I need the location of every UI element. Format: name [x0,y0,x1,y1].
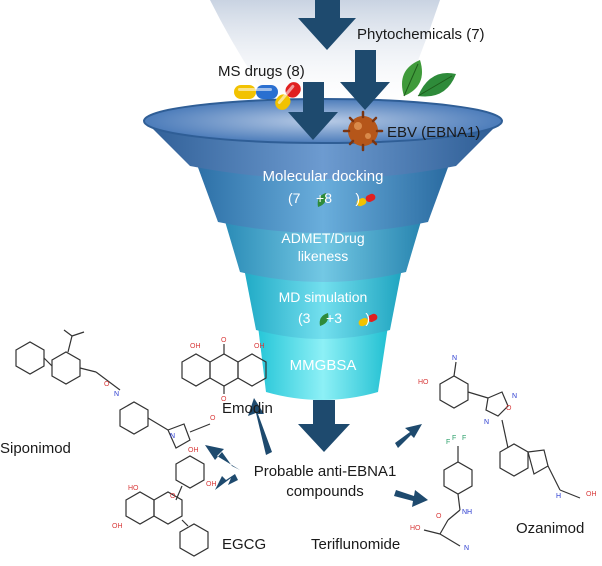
docking-phyto-count: 7 [292,190,301,206]
stage-docking-counts: (7 +8 ) [288,190,360,206]
md-pill-icon [358,313,378,327]
funnel-band-admet [224,218,422,282]
phytochemicals-leaves-icon [402,60,456,97]
svg-text:OH: OH [254,343,265,350]
ms-drugs-capsules-icon [234,82,301,110]
ozanimod-structure [439,361,581,499]
arrow-phytochemicals [340,50,390,110]
svg-text:N: N [512,393,517,400]
svg-text:F: F [446,439,450,446]
docking-pill-icon [356,193,376,207]
funnel [143,98,503,400]
md-drug-count: +3 [326,310,342,326]
svg-text:HO: HO [410,525,421,532]
siponimod-atoms: O N N O [104,381,216,440]
docking-drug-count: +8 [316,190,332,206]
egcg-structure [125,455,209,557]
svg-text:N: N [484,419,489,426]
arrow-output [298,400,350,452]
siponimod-structure [15,329,211,449]
arrow-to-egcg [215,474,238,490]
stage-docking-title: Molecular docking [262,168,384,185]
svg-text:OH: OH [586,491,597,498]
stage-admet-line1: ADMET/Drug [281,230,365,246]
svg-text:F: F [452,435,456,442]
svg-text:OH: OH [188,447,199,454]
arrows [205,0,428,507]
svg-text:HO: HO [128,485,139,492]
ebv-label: EBV (EBNA1) [387,124,481,141]
svg-text:O: O [170,493,176,500]
svg-text:NH: NH [462,509,472,516]
stage-md-counts: (3 +3 ) [298,310,370,326]
svg-text:O: O [436,513,442,520]
output-label-line2: compounds [286,482,364,500]
compound-egcg: EGCG [222,536,267,553]
stage-md-title: MD simulation [278,289,368,305]
arrow-top-main [298,0,356,50]
funnel-band-mmgbsa [258,326,388,400]
md-leaf-icon [319,313,329,326]
svg-text:H: H [556,493,561,500]
md-phyto-count: 3 [302,310,311,326]
compound-siponimod: Siponimod [0,440,71,457]
svg-text:N: N [464,545,469,552]
compound-ozanimod: Ozanimod [516,520,585,537]
arrow-to-emodin [248,398,272,455]
teriflunomide-atoms: F F F NH O HO N [410,435,472,552]
svg-text:N: N [170,433,175,440]
docking-leaf-icon [317,193,327,207]
svg-text:O: O [221,396,227,403]
svg-text:N: N [114,391,119,398]
svg-text:O: O [506,405,512,412]
svg-text:OH: OH [206,481,217,488]
svg-text:O: O [104,381,110,388]
arrow-to-ozanimod [395,424,422,448]
emodin-atoms: O O OH OH [190,337,265,403]
svg-text:N: N [452,355,457,362]
ebv-virus-icon [342,110,384,152]
phytochemicals-label: Phytochemicals (7) [357,26,485,43]
arrow-ms-drugs [288,82,338,140]
compound-teriflunomide: Teriflunomide [311,536,401,553]
svg-text:HO: HO [418,379,429,386]
output-label-line1: Probable anti-EBNA1 [253,463,397,480]
teriflunomide-structure [423,446,473,547]
svg-text:F: F [462,435,466,442]
egcg-atoms: OH OH HO OH O [112,447,217,530]
arrow-to-siponimod [205,445,240,470]
output-label: Probable anti-EBNA1 compounds [248,462,402,501]
svg-text:OH: OH [112,523,123,530]
arrow-to-teriflunomide [394,490,428,507]
stage-admet-line2: likeness [297,247,349,264]
stage-mmgbsa: MMGBSA [289,357,357,374]
svg-text:OH: OH [190,343,201,350]
svg-text:O: O [210,415,216,422]
svg-text:O: O [221,337,227,344]
ms-drugs-label: MS drugs (8) [218,63,305,80]
compound-emodin: Emodin [222,400,273,417]
emodin-structure [181,344,267,394]
ozanimod-atoms: N HO N N O H OH [418,355,597,500]
stage-admet: ADMET/Drug likeness [243,230,403,265]
